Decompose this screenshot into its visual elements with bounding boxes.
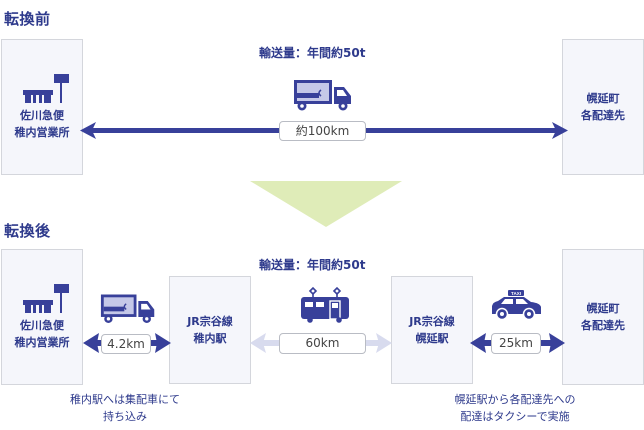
- leg1-distance-label: 4.2km: [101, 334, 151, 354]
- sales-office-icon: [23, 284, 69, 313]
- before-heading: 転換前: [4, 10, 51, 28]
- leg2-distance-label: 60km: [279, 333, 366, 354]
- station-a-line2: 稚内駅: [193, 332, 227, 345]
- before-origin-line2: 稚内営業所: [14, 126, 70, 139]
- before-truck-icon: [294, 80, 351, 111]
- leg3-distance-label: 25km: [491, 333, 541, 354]
- truck-icon: [100, 294, 155, 324]
- before-origin-line1: 佐川急便: [20, 109, 64, 122]
- note-left-line2: 持ち込み: [103, 410, 147, 423]
- note-left-line1: 稚内駅へは集配車にて: [70, 393, 180, 406]
- station-b-line1: JR宗谷線: [409, 315, 455, 328]
- station-b-line2: 幌延駅: [415, 332, 449, 345]
- transition-down-arrow: [250, 181, 402, 227]
- after-origin-box: 佐川急便 稚内営業所: [1, 249, 83, 385]
- station-a-box: JR宗谷線 稚内駅: [169, 276, 251, 384]
- train-icon: [301, 286, 349, 323]
- before-destination-line1: 幌延町: [586, 92, 620, 105]
- taxi-sign-text: TAXI: [511, 291, 521, 296]
- station-b-box: JR宗谷線 幌延駅: [391, 276, 473, 384]
- after-volume: 輸送量：年間約50t: [259, 258, 366, 272]
- note-right-line1: 幌延駅から各配達先への: [454, 393, 576, 406]
- after-origin-line1: 佐川急便: [20, 319, 64, 332]
- before-distance-label: 約100km: [279, 121, 366, 141]
- before-destination-line2: 各配達先: [581, 109, 625, 122]
- note-left: 稚内駅へは集配車にて 持ち込み: [40, 391, 210, 425]
- station-a-line1: JR宗谷線: [187, 315, 233, 328]
- note-right: 幌延駅から各配達先への 配達はタクシーで実施: [430, 391, 600, 425]
- taxi-icon: TAXI: [492, 290, 541, 321]
- after-destination-line1: 幌延町: [586, 302, 620, 315]
- after-origin-line2: 稚内営業所: [14, 336, 70, 349]
- after-heading: 転換後: [4, 222, 51, 240]
- sales-office-icon: [23, 74, 69, 103]
- note-right-line2: 配達はタクシーで実施: [460, 410, 570, 423]
- after-destination-line2: 各配達先: [581, 319, 625, 332]
- before-volume: 輸送量：年間約50t: [259, 46, 366, 60]
- before-origin-box: 佐川急便 稚内営業所: [1, 39, 83, 175]
- after-destination-box: 幌延町 各配達先: [562, 249, 644, 385]
- before-destination-box: 幌延町 各配達先: [562, 39, 644, 175]
